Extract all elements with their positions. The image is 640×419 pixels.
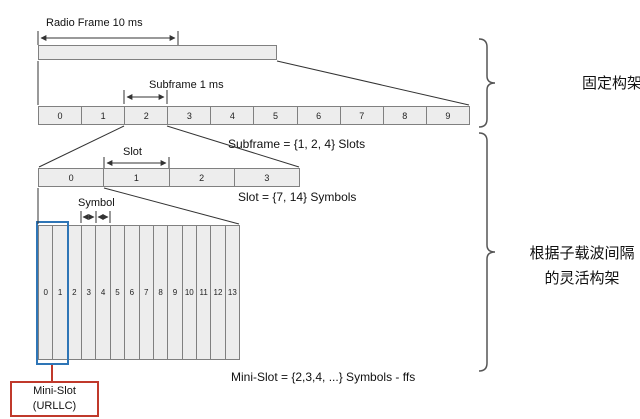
symbol-cell: 4 <box>96 226 111 359</box>
subframe-cell: 6 <box>298 107 341 124</box>
symbol-arrow-label: Symbol <box>78 197 115 209</box>
flexible-frame-brace <box>478 132 496 372</box>
slot-cell: 3 <box>264 172 270 183</box>
symbol-cell: 13 <box>227 288 237 297</box>
slot-cell: 1 <box>104 169 170 186</box>
subframe-equation: Subframe = {1, 2, 4} Slots <box>228 137 366 151</box>
subframe-cell: 4 <box>211 107 255 124</box>
radio-frame-bar <box>38 45 277 60</box>
symbol-cell: 5 <box>111 226 126 359</box>
radio-frame-measure-arrow <box>37 31 179 45</box>
slot-to-symbol-connectors <box>37 187 240 225</box>
slot-measure-arrow <box>103 157 170 168</box>
mini-slot-highlight <box>36 221 69 365</box>
symbol-cell: 8 <box>154 226 169 359</box>
slot-equation: Slot = {7, 14} Symbols <box>238 190 357 204</box>
slot-cell: 2 <box>170 169 235 186</box>
frame-to-subframe-connectors <box>37 60 470 106</box>
symbol-measure-arrows <box>80 211 111 223</box>
subframe-cell: 2 <box>125 107 169 124</box>
symbol-cell: 11 <box>197 226 212 359</box>
symbol-cell: 7 <box>140 226 154 359</box>
symbol-cell: 6 <box>125 226 140 359</box>
symbol-cell: 12 <box>211 226 226 359</box>
fixed-frame-brace <box>478 38 496 128</box>
subframe-cell: 7 <box>341 107 384 124</box>
fixed-frame-label: 固定构架 <box>582 75 640 92</box>
symbol-cell: 3 <box>82 226 97 359</box>
subframe-arrow-label: Subframe 1 ms <box>149 79 224 91</box>
symbol-cell: 2 <box>68 226 83 359</box>
mini-slot-callout-box: Mini-Slot (URLLC) <box>10 381 99 417</box>
mini-slot-box-line2: (URLLC) <box>32 400 77 412</box>
slot-arrow-label: Slot <box>123 146 142 158</box>
flexible-frame-line2: 的灵活构架 <box>544 270 620 287</box>
subframe-measure-arrow <box>123 90 168 104</box>
mini-slot-box-line1: Mini-Slot <box>33 385 76 397</box>
symbol-cell: 9 <box>168 226 183 359</box>
slot-cell: 0 <box>39 169 105 186</box>
subframe-cell: 1 <box>82 107 126 124</box>
subframe-cell: 3 <box>168 107 212 124</box>
subframe-cell: 0 <box>39 107 83 124</box>
subframe-cell: 5 <box>254 107 298 124</box>
flexible-frame-label: 根据子载波间隔 的灵活构架 <box>524 241 640 291</box>
symbol-cell: 10 <box>183 226 197 359</box>
subframe-cell: 9 <box>445 110 451 121</box>
subframe-cell: 8 <box>384 107 427 124</box>
radio-frame-label: Radio Frame 10 ms <box>46 17 143 29</box>
mini-slot-equation: Mini-Slot = {2,3,4, ...} Symbols - ffs <box>231 370 416 384</box>
symbol-cell: 0 <box>39 226 54 359</box>
flexible-frame-line1: 根据子载波间隔 <box>529 245 635 262</box>
